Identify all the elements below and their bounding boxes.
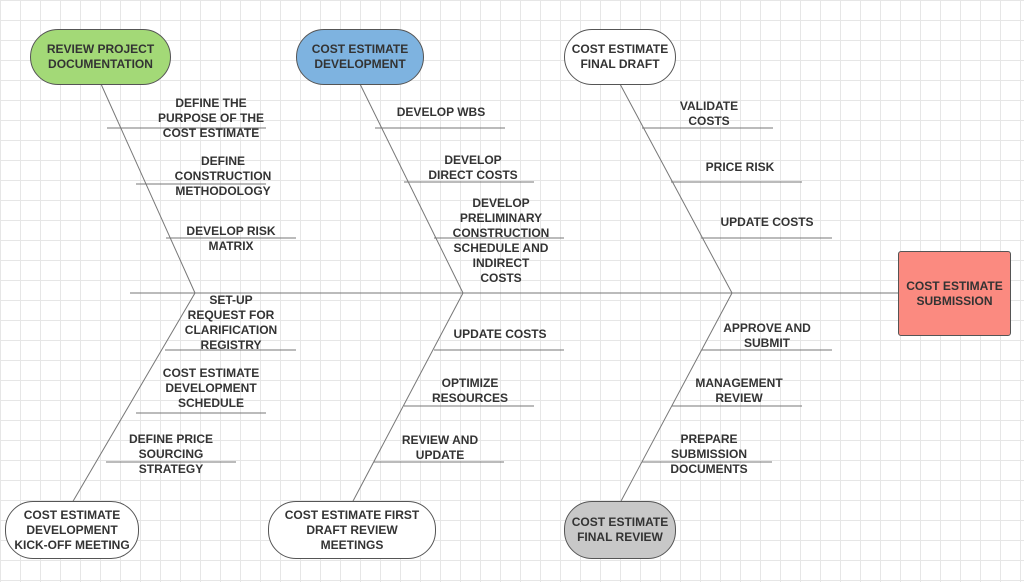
bone-review-project-documentation [100,83,196,294]
branch-label: OPTIMIZE RESOURCES [431,376,509,405]
node-first-draft-review: COST ESTIMATE FIRST DRAFT REVIEW MEETING… [268,501,436,559]
branch-label: COST ESTIMATE DEVELOPMENT SCHEDULE [162,366,260,410]
branch-label: PRICE RISK [705,160,775,174]
node-review-project-documentation: REVIEW PROJECT DOCUMENTATION [30,29,171,85]
branch-label: MANAGEMENT REVIEW [695,376,783,405]
branch-label: DEFINE PRICE SOURCING STRATEGY [128,432,214,476]
branch-label: DEFINE CONSTRUCTION METHODOLOGY [174,154,272,198]
branch-label: DEFINE THE PURPOSE OF THE COST ESTIMATE [157,96,265,140]
bone-kick-off-meeting [71,292,196,504]
branch-label: DEVELOP WBS [396,105,486,119]
branch-label: APPROVE AND SUBMIT [723,321,811,350]
branch-label: PREPARE SUBMISSION DOCUMENTS [670,432,748,476]
branch-label: DEVELOP DIRECT COSTS [428,153,518,182]
node-kick-off-meeting: COST ESTIMATE DEVELOPMENT KICK-OFF MEETI… [5,501,139,559]
branch-label: DEVELOP RISK MATRIX [186,224,276,253]
branch-label: UPDATE COSTS [453,327,547,341]
branch-label: DEVELOP PRELIMINARY CONSTRUCTION SCHEDUL… [452,196,550,285]
branch-label: VALIDATE COSTS [679,99,739,128]
bone-first-draft-review [351,292,464,504]
branch-label: REVIEW AND UPDATE [401,433,479,462]
branch-label: UPDATE COSTS [720,215,814,229]
branch-label: SET-UP REQUEST FOR CLARIFICATION REGISTR… [184,293,278,352]
bone-cost-estimate-development [359,83,464,294]
bone-final-review [619,292,733,504]
bone-final-draft [619,83,733,294]
node-cost-estimate-development: COST ESTIMATE DEVELOPMENT [296,29,424,85]
node-cost-estimate-final-draft: COST ESTIMATE FINAL DRAFT [564,29,676,85]
node-final-review: COST ESTIMATE FINAL REVIEW [564,501,676,559]
head-cost-estimate-submission: COST ESTIMATE SUBMISSION [898,251,1011,336]
